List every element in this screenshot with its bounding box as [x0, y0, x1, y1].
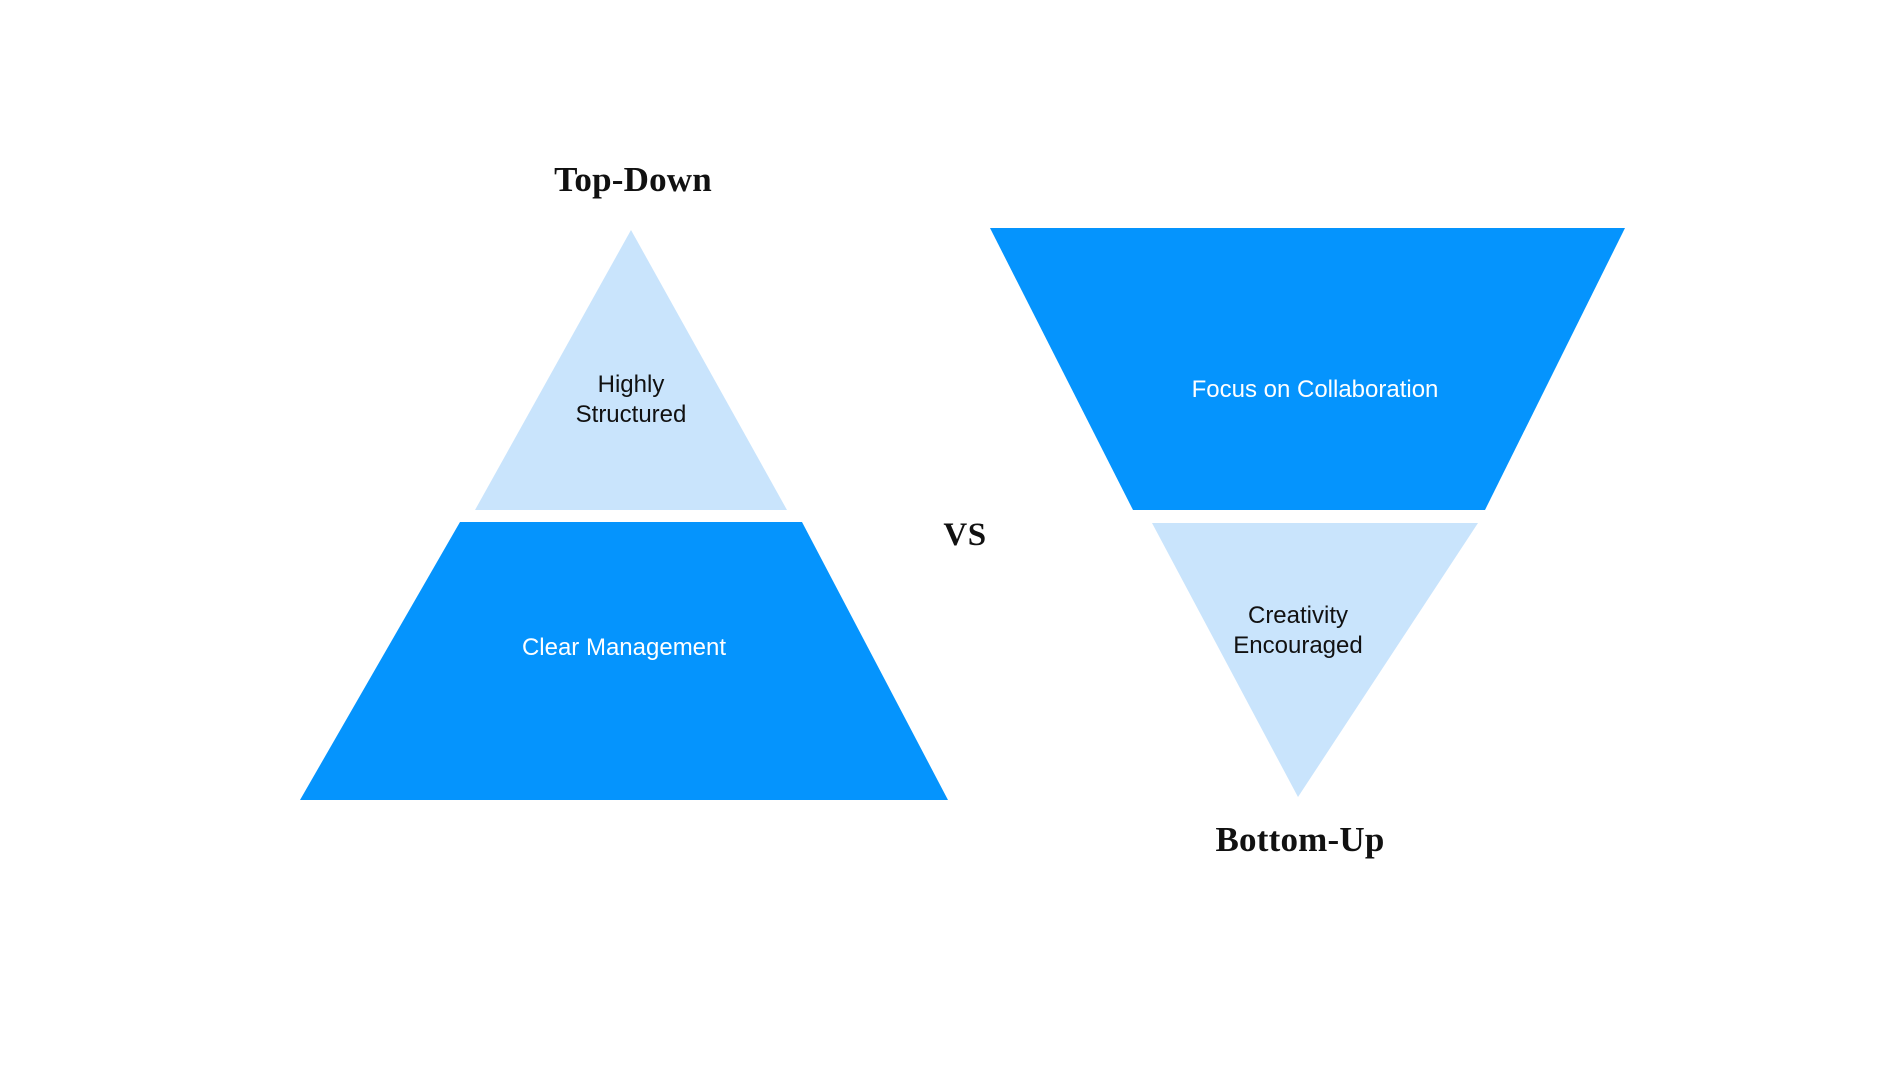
pyramid-segment-clear-management[interactable] [300, 522, 948, 800]
top-down-title: Top-Down [554, 160, 712, 199]
funnel-svg [990, 228, 1625, 797]
top-down-pyramid [295, 222, 955, 808]
pyramid-segment-highly-structured[interactable] [475, 230, 787, 510]
funnel-segment-creativity-encouraged[interactable] [1152, 523, 1478, 797]
vs-divider: VS [943, 517, 987, 553]
bottom-up-title: Bottom-Up [1215, 820, 1385, 859]
funnel-segment-focus-on-collaboration[interactable] [990, 228, 1625, 510]
pyramid-svg [300, 230, 948, 800]
bottom-up-funnel [985, 222, 1635, 808]
